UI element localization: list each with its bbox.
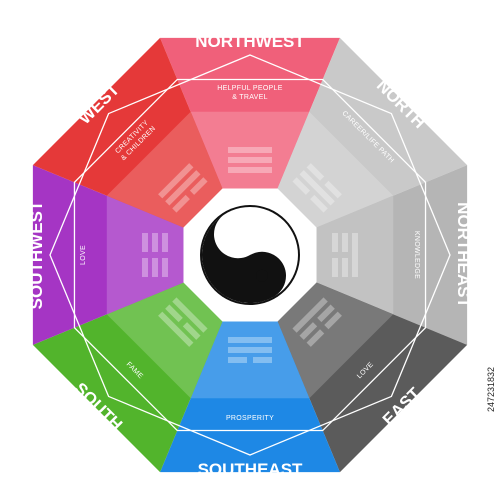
trigram-line-broken [324,311,342,330]
trigram-south-icon [158,297,208,347]
trigram-line-broken [162,258,168,277]
trigram-line-broken [317,304,335,323]
trigram-line-broken [306,163,325,181]
trigram-line-broken [292,177,311,195]
direction-label-southeast: SOUTHEAST [198,460,303,479]
outline-octagon [73,78,427,432]
trigram-line-broken [142,258,148,277]
trigram-line [158,163,194,199]
direction-label-northeast: NORTHEAST [454,202,473,308]
area-label-northwest: HELPFUL PEOPLE [217,85,282,92]
trigram-northeast-icon [332,233,358,277]
sector-northeast [314,165,468,345]
area-label-southwest: LOVE [80,245,87,265]
trigram-line [165,170,201,206]
trigram-line [172,297,208,333]
trigram-line-broken [253,357,272,363]
yin-yang-dot [232,228,244,241]
trigram-line-broken [172,194,190,213]
trigram-line-broken [182,322,201,340]
stock-id: 247231832 [486,367,496,412]
trigram-line [228,147,272,153]
direction-label-southwest: SOUTHWEST [27,200,46,309]
trigram-line-broken [324,180,342,199]
yin-yang-dot [256,269,268,282]
trigram-line-broken [306,329,325,347]
trigram-line-broken [332,258,338,277]
trigram-northwest-icon [228,147,272,173]
trigram-line-broken [152,233,158,252]
trigram-west-icon [158,163,208,213]
trigram-line [228,167,272,173]
trigram-line-broken [342,258,348,277]
trigram-line-broken [228,357,247,363]
sector-southwest [32,165,186,345]
sectors [32,37,468,473]
trigram-line-broken [189,177,208,195]
trigram-line-broken [299,322,318,340]
sector-southwest-inner [106,195,186,315]
trigram-line [158,311,194,347]
trigram-line [352,233,358,277]
trigram-line [228,157,272,163]
trigram-line [228,347,272,353]
trigram-line-broken [165,304,183,323]
sector-east-inner [276,281,394,399]
area-label-northwest: & TRAVEL [232,94,268,101]
outline-rings [49,54,451,456]
trigram-southeast-icon [228,337,272,363]
area-label-northeast: KNOWLEDGE [413,231,420,279]
trigram-line [292,297,328,333]
trigram-east-icon [292,297,342,347]
sector-west-inner [106,111,224,229]
direction-label-northwest: NORTHWEST [195,32,305,51]
sector-north-inner [276,111,394,229]
trigram-southwest-icon [142,233,168,277]
trigram-line-broken [152,258,158,277]
trigram-line-broken [332,233,338,252]
area-label-southeast: PROSPERITY [226,415,274,422]
sector-northwest [160,37,340,191]
sector-southeast [160,319,340,473]
yin-yang-icon [183,188,317,322]
trigram-line [228,337,272,343]
sector-southeast-inner [190,319,310,399]
trigram-line-broken [162,233,168,252]
trigram-line-broken [342,233,348,252]
trigram-line [299,170,335,206]
trigram-line-broken [142,233,148,252]
trigram-north-icon [292,163,342,213]
trigram-line-broken [310,194,328,213]
sector-south-inner [106,281,224,399]
outline-octagon-rotated [49,54,451,456]
